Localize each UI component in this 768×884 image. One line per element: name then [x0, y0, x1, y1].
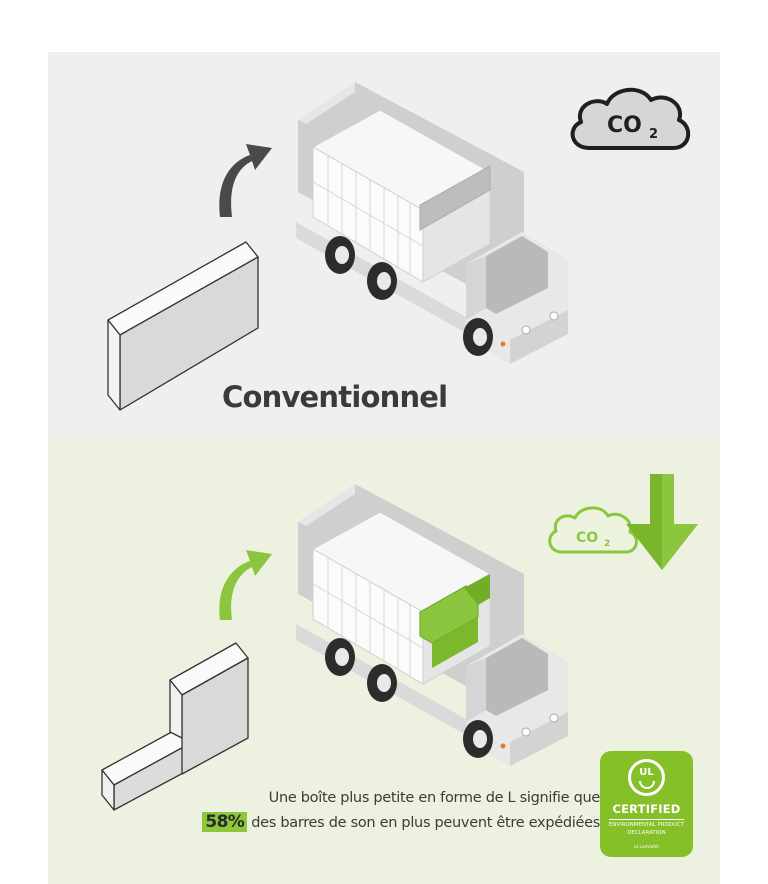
down-arrow-icon — [626, 474, 698, 570]
l-shape-truck — [296, 484, 568, 766]
caption-line-2-text: des barres de son en plus peuvent être e… — [251, 815, 600, 831]
conventional-label: Conventionnel — [222, 380, 448, 414]
co2-cloud-icon: CO 2 — [548, 506, 638, 554]
conventional-illustration — [107, 82, 568, 411]
curved-arrow-icon — [219, 144, 272, 217]
ul-logo-icon: UL — [628, 759, 665, 796]
l-shape-panel: CO 2 Une boîte plus petite en forme de L… — [48, 442, 720, 884]
svg-text:2: 2 — [649, 127, 658, 142]
caption-line-1: Une boîte plus petite en forme de L sign… — [268, 790, 601, 806]
conventional-truck — [296, 82, 568, 364]
conventional-panel: CO 2 Conventionnel — [48, 52, 720, 442]
ul-logo-text: UL — [639, 767, 654, 778]
badge-divider — [609, 819, 684, 820]
large-box — [107, 241, 259, 411]
percent-highlight: 58% — [202, 812, 248, 832]
l-shape-illustration — [101, 484, 568, 811]
caption-line-2: 58%des barres de son en plus peuvent êtr… — [160, 810, 600, 835]
curved-arrow-icon — [219, 550, 272, 620]
svg-text:2: 2 — [604, 539, 610, 549]
ul-certified-badge: UL CERTIFIED ENVIRONMENTAL PRODUCT DECLA… — [600, 751, 693, 857]
co2-reduction-icon: CO 2 — [548, 474, 698, 570]
svg-text:CO: CO — [576, 530, 598, 546]
caption: Une boîte plus petite en forme de L sign… — [160, 786, 600, 835]
badge-small-text: ul.com/ehh — [633, 845, 660, 850]
svg-text:CO: CO — [607, 113, 642, 138]
l-shaped-box — [101, 642, 249, 811]
co2-cloud-icon: CO 2 — [570, 87, 690, 150]
certified-label: CERTIFIED — [612, 802, 681, 816]
badge-subtitle: ENVIRONMENTAL PRODUCT DECLARATION — [608, 822, 685, 836]
